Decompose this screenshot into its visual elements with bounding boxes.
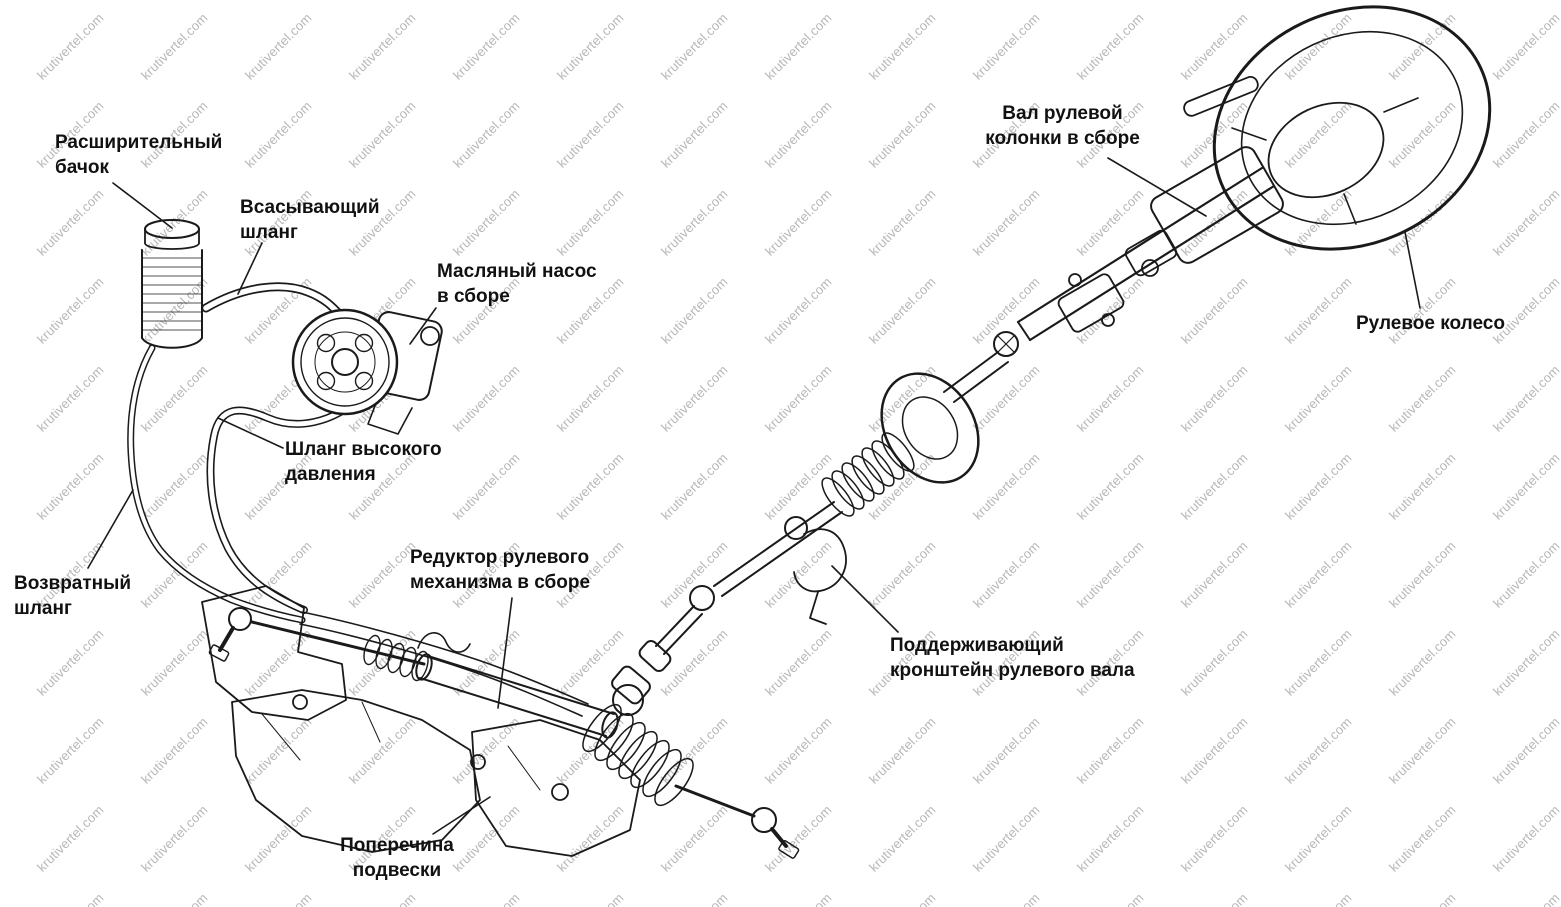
intermediate-shaft [638,501,843,672]
dust-cover [880,372,980,484]
steering-wheel [1212,5,1492,251]
leader-steering-wheel [1404,231,1421,309]
leader-oil-pump [409,307,437,345]
label-expansion-tank: Расширительный бачок [55,132,223,178]
label-oil-pump: Масляный насос в сборе [437,261,597,307]
high-pressure-hose [206,392,366,614]
leader-high-pressure-hose [217,417,284,449]
return-hose [127,344,306,624]
label-crossmember: Поперечина подвески [340,835,454,881]
leader-suction-hose [237,242,263,295]
leader-crossmember [432,796,491,835]
suspension-crossmember [201,585,641,857]
label-support-bracket: Поддерживающий кронштейн рулевого вала [890,635,1135,681]
label-return-hose: Возвратный шланг [14,573,132,619]
shaft-support-bracket [793,528,847,625]
suction-hose [201,282,345,320]
oil-pump [291,308,443,435]
label-high-pressure-hose: Шланг высокого давления [285,439,442,485]
leader-support-bracket [831,565,899,633]
label-column-shaft: Вал рулевой колонки в сборе [985,103,1140,149]
leader-return-hose [87,489,134,569]
label-steering-gear: Редуктор рулевого механизма в сборе [410,547,591,593]
label-suction-hose: Всасывающий шланг [240,197,380,243]
expansion-tank [141,219,203,357]
steering-rack [208,607,800,859]
leader-lines [87,157,1421,835]
steering-column [943,75,1284,403]
column-bellows [821,432,915,517]
leader-column-shaft [1107,157,1207,217]
label-steering-wheel: Рулевое колесо [1356,313,1505,334]
leader-steering-gear [497,597,513,709]
hoses [127,282,366,624]
leader-expansion-tank [112,182,173,229]
